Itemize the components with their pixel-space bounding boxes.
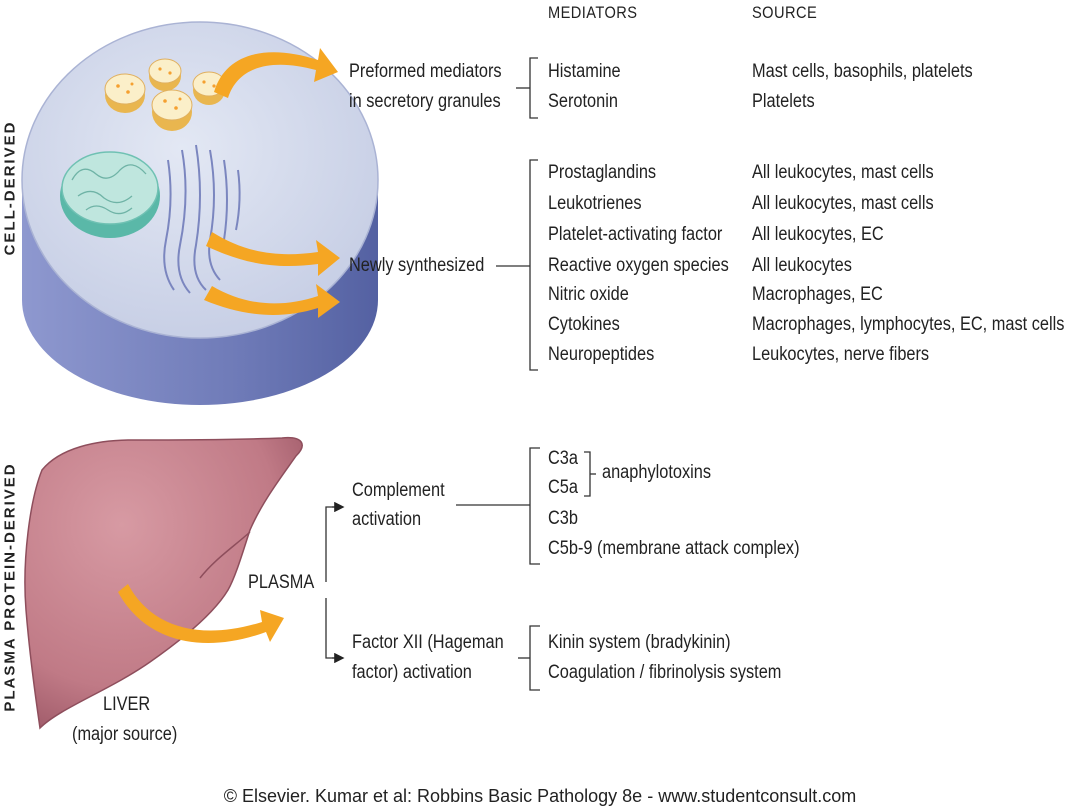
factor-item: Coagulation / fibrinolysis system (548, 662, 782, 683)
factor-xii-label-line1: Factor XII (Hageman (352, 632, 504, 653)
mediator-source: All leukocytes, mast cells (752, 193, 934, 214)
bracket-anaphylotoxins (584, 451, 591, 497)
anaphylotoxins-label: anaphylotoxins (602, 462, 712, 483)
mediator-source: Macrophages, lymphocytes, EC, mast cells (752, 314, 1065, 335)
liver-sublabel: (major source) (72, 724, 178, 745)
mediator-source: Platelets (752, 91, 815, 112)
bracket-newly (529, 159, 538, 371)
granule (148, 58, 182, 91)
section-label-plasma-derived: PLASMA PROTEIN-DERIVED (1, 462, 19, 712)
cell-illustration (21, 21, 379, 405)
mediator-source: Mast cells, basophils, platelets (752, 61, 973, 82)
mediator-source: Leukocytes, nerve fibers (752, 344, 930, 365)
mediator-source: All leukocytes (752, 255, 852, 276)
arrow-preformed (214, 48, 338, 98)
complement-item: C3a (548, 448, 578, 469)
group-preformed-line1: Preformed mediators (349, 61, 502, 82)
copyright-footer: © Elsevier. Kumar et al: Robbins Basic P… (223, 786, 857, 806)
bracket-complement (529, 447, 540, 565)
mediator-name: Neuropeptides (548, 344, 655, 365)
section-label-cell-derived: CELL-DERIVED (1, 120, 19, 256)
arrow-liver-plasma (118, 584, 284, 644)
bracket-preformed (529, 57, 538, 119)
liver-illustration (24, 436, 303, 730)
mediator-name: Leukotrienes (548, 193, 642, 214)
mediator-source: Macrophages, EC (752, 284, 883, 305)
factor-xii-label-line2: factor) activation (352, 662, 472, 683)
secretory-granules (104, 58, 226, 131)
cell-arrows (204, 48, 340, 318)
mediator-name: Platelet-activating factor (548, 224, 723, 245)
arrow-newly-1 (206, 232, 340, 276)
mediator-name: Cytokines (548, 314, 620, 335)
complement-label-line1: Complement (352, 480, 445, 501)
complement-label-line2: activation (352, 509, 422, 530)
mediator-name: Reactive oxygen species (548, 255, 729, 276)
mediator-source: All leukocytes, EC (752, 224, 884, 245)
complement-item: C3b (548, 508, 578, 529)
connector-lines (325, 57, 596, 691)
bracket-factor (529, 625, 540, 691)
mediator-name: Nitric oxide (548, 284, 629, 305)
nucleus (60, 151, 160, 238)
mediator-name: Histamine (548, 61, 621, 82)
mediator-name: Serotonin (548, 91, 618, 112)
granule (104, 73, 146, 113)
group-preformed-line2: in secretory granules (349, 91, 501, 112)
group-newly-synthesized: Newly synthesized (349, 255, 485, 276)
granule (151, 89, 193, 131)
complement-item: C5b-9 (membrane attack complex) (548, 538, 800, 559)
plasma-label: PLASMA (248, 572, 315, 593)
header-mediators: MEDIATORS (548, 3, 638, 22)
complement-item: C5a (548, 477, 578, 498)
mediator-name: Prostaglandins (548, 162, 657, 183)
header-source: SOURCE (752, 3, 818, 22)
factor-item: Kinin system (bradykinin) (548, 632, 731, 653)
arrow-newly-2 (204, 284, 340, 318)
plasma-branch (325, 506, 342, 582)
mediator-source: All leukocytes, mast cells (752, 162, 934, 183)
liver-shape (24, 436, 303, 730)
liver-label: LIVER (103, 694, 151, 715)
